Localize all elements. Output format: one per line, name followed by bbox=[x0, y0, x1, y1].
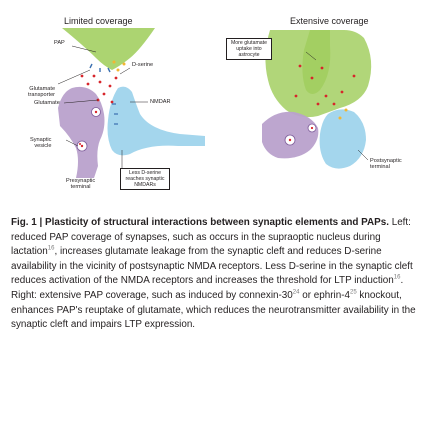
postsynaptic-label: Postsynaptic terminal bbox=[370, 158, 402, 171]
caption-title: Plasticity of structural interactions be… bbox=[45, 217, 389, 228]
glutamate-transporter-label: Glutamate transporter bbox=[28, 86, 56, 99]
glutamate-transporters-left bbox=[89, 63, 111, 73]
left-panel-title: Limited coverage bbox=[64, 16, 133, 26]
synaptic-vesicle-label: Synaptic vesicle bbox=[30, 137, 52, 150]
caption-fig-label: Fig. 1 | bbox=[11, 217, 46, 228]
dserine-dots-right bbox=[338, 108, 348, 120]
figure-panel: Limited coverage Extensive coverage PAP … bbox=[28, 16, 402, 191]
dserine-dots-left bbox=[112, 60, 126, 72]
glutamate-label: Glutamate bbox=[34, 100, 60, 106]
nmdar-label: NMDAR bbox=[150, 99, 171, 105]
nmdar-markers-left bbox=[112, 103, 118, 125]
dserine-label: D-serine bbox=[132, 62, 154, 68]
synapse-illustration bbox=[57, 28, 372, 178]
astrocyte-pap-left bbox=[62, 28, 155, 70]
pap-label: PAP bbox=[54, 40, 65, 46]
figure-caption: Fig. 1 | Plasticity of structural intera… bbox=[11, 217, 416, 331]
presynaptic-label: Presynaptic terminal bbox=[66, 178, 96, 191]
right-panel-title: Extensive coverage bbox=[290, 16, 369, 26]
postsynaptic-terminal-right bbox=[319, 109, 366, 169]
less-dserine-box: Less D-serine reaches synaptic NMDARs bbox=[120, 168, 170, 190]
more-glutamate-box: More glutamate uptake into astrocyte bbox=[226, 38, 272, 60]
postsynaptic-terminal-left bbox=[107, 86, 205, 156]
glutamate-dots-right bbox=[294, 64, 356, 106]
glutamate-dots-left bbox=[80, 74, 118, 104]
astrocyte-pap-right-inner bbox=[302, 30, 331, 94]
